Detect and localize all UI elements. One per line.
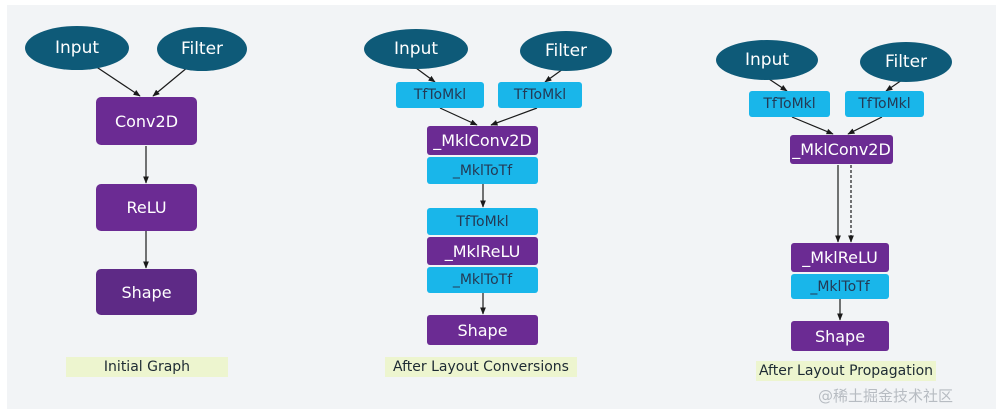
edge-tftomkl-left-conv <box>439 107 478 126</box>
shape-node <box>427 315 538 345</box>
propagation-caption: After Layout Propagation <box>756 361 936 381</box>
mklconv2d-node <box>790 135 893 164</box>
input-node <box>364 29 468 69</box>
edge-tftomkl-right-conv <box>490 107 538 126</box>
shape-node <box>791 321 889 351</box>
edge-filter-tftomkl <box>885 79 903 92</box>
tftomkl-left-label: TfToMkl <box>763 96 816 112</box>
mkltotf-label-2: _MklToTf <box>452 272 513 288</box>
mkltotf-label-1: _MklToTf <box>452 162 513 179</box>
mklconv2d-label: _MklConv2D <box>792 140 891 159</box>
input-node <box>716 40 818 80</box>
mklrelu-label: _MklReLU <box>444 241 521 261</box>
mkltotf-node-2 <box>427 267 538 293</box>
edge-input-tftomkl <box>768 78 788 92</box>
shape-label: Shape <box>121 282 172 302</box>
filter-label: Filter <box>884 52 928 72</box>
input-node <box>25 26 129 70</box>
edge-tftomkl-right-conv <box>847 116 883 135</box>
mklrelu-node <box>427 237 538 265</box>
mkltotf-label: _MklToTf <box>810 278 870 295</box>
filter-node <box>157 27 247 71</box>
edge-filter-tftomkl <box>544 68 564 83</box>
input-label: Input <box>393 39 439 59</box>
tftomkl-mid-label: TfToMkl <box>456 213 509 230</box>
mkltotf-node <box>791 274 889 299</box>
edge-input-conv2d <box>94 65 141 97</box>
tftomkl-left-node <box>396 82 484 108</box>
filter-label: Filter <box>544 41 588 61</box>
edge-filter-conv2d <box>152 66 189 97</box>
initial-graph-caption: Initial Graph <box>66 357 228 377</box>
shape-label: Shape <box>457 320 508 340</box>
filter-label: Filter <box>180 39 224 59</box>
conversions-caption: After Layout Conversions <box>385 357 577 377</box>
conv2d-node <box>96 97 197 145</box>
shape-node <box>96 269 197 315</box>
mklrelu-label: _MklReLU <box>802 248 878 267</box>
shape-label: Shape <box>814 326 866 346</box>
watermark: @稀土掘金技术社区 <box>818 387 954 405</box>
conv2d-label: Conv2D <box>114 111 179 131</box>
input-label: Input <box>54 38 100 58</box>
tftomkl-left-label: TfToMkl <box>413 87 467 103</box>
tftomkl-right-label: TfToMkl <box>858 96 911 112</box>
mklconv2d-node <box>427 126 538 155</box>
relu-label: ReLU <box>126 198 167 217</box>
tftomkl-left-node <box>749 91 830 117</box>
tftomkl-right-node <box>498 82 582 108</box>
tftomkl-right-label: TfToMkl <box>513 87 567 103</box>
edge-input-tftomkl <box>415 67 436 83</box>
propagation-graph <box>716 40 952 351</box>
input-label: Input <box>744 50 790 70</box>
mkltotf-node-1 <box>427 157 538 184</box>
mklconv2d-label: _MklConv2D <box>433 131 532 150</box>
tftomkl-mid-node <box>427 208 538 235</box>
mklrelu-node <box>791 243 889 272</box>
tftomkl-right-node <box>845 91 924 117</box>
edge-tftomkl-left-conv <box>791 116 834 135</box>
filter-node <box>860 42 952 82</box>
relu-node <box>96 184 197 231</box>
filter-node <box>520 31 612 71</box>
conversions-graph <box>364 29 612 345</box>
initial-graph <box>25 26 247 315</box>
